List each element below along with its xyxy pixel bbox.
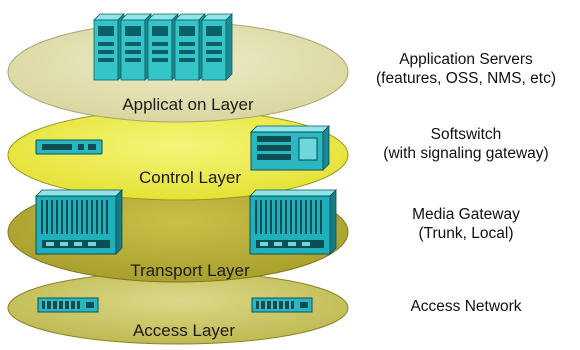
softswitch-subtitle: (with signaling gateway) (383, 145, 549, 162)
application-servers-subtitle: (features, OSS, NMS, etc) (375, 70, 557, 87)
media-gateway-title: Media Gateway (412, 206, 520, 223)
softswitch-description: Softswitch (with signaling gateway) (352, 125, 580, 163)
application-servers-description: Application Servers (features, OSS, NMS,… (352, 50, 580, 88)
control-layer-label: Control Layer (139, 168, 241, 187)
server-rack-icon (93, 13, 233, 81)
access-layer-label: Access Layer (133, 321, 235, 340)
access-device-icon (37, 297, 99, 313)
application-servers-title: Application Servers (399, 51, 533, 68)
softswitch-icon (250, 125, 330, 171)
media-gateway-icon (249, 189, 337, 255)
access-network-title: Access Network (410, 298, 522, 315)
softswitch-title: Softswitch (430, 126, 502, 143)
signaling-device-icon (35, 139, 103, 155)
access-layer: Access Layer (7, 271, 349, 345)
access-device-icon (251, 297, 313, 313)
media-gateway-icon (35, 189, 123, 255)
access-network-description: Access Network (352, 297, 580, 316)
transport-layer-label: Transport Layer (130, 261, 250, 280)
application-layer-label: Applicat on Layer (122, 95, 254, 114)
media-gateway-subtitle: (Trunk, Local) (418, 225, 514, 242)
media-gateway-description: Media Gateway (Trunk, Local) (352, 205, 580, 243)
